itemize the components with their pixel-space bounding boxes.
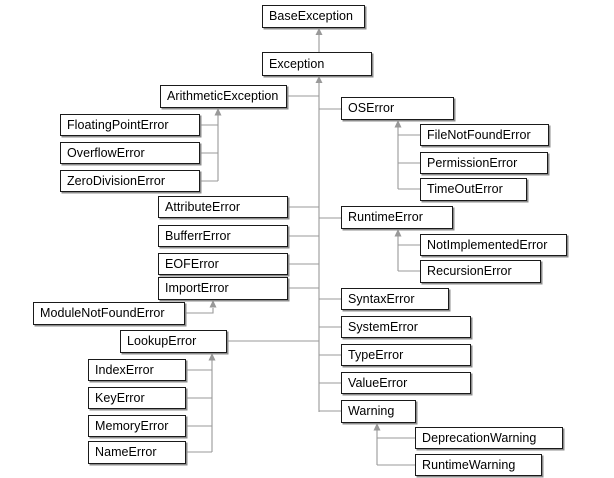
node-label: DeprecationWarning	[422, 430, 537, 445]
edge-bus-arithmeticexception-children	[200, 108, 222, 182]
node-arithmetic-exception[interactable]: ArithmeticException	[160, 85, 287, 108]
node-label: FileNotFoundError	[427, 127, 531, 142]
node-label: OverflowError	[67, 145, 145, 160]
node-not-implemented-error[interactable]: NotImplementedError	[420, 234, 567, 256]
node-recursion-error[interactable]: RecursionError	[420, 260, 541, 283]
node-label: Exception	[269, 56, 325, 71]
node-label: NotImplementedError	[427, 237, 548, 252]
node-key-error[interactable]: KeyError	[88, 387, 186, 409]
node-label: TimeOutError	[427, 182, 503, 197]
edge-bus-runtimeerror-children	[394, 229, 420, 272]
node-file-not-found-error[interactable]: FileNotFoundError	[420, 124, 549, 146]
node-overflow-error[interactable]: OverflowError	[60, 142, 200, 164]
edge-bus-warning-children	[373, 423, 415, 466]
node-timeout-error[interactable]: TimeOutError	[420, 178, 527, 201]
node-label: ImportError	[165, 281, 229, 296]
node-label: BaseException	[269, 9, 354, 24]
node-attribute-error[interactable]: AttributeError	[158, 196, 288, 218]
node-label: PermissionError	[427, 155, 518, 170]
node-bufferr-error[interactable]: BufferrError	[158, 225, 288, 247]
node-syntax-error[interactable]: SyntaxError	[341, 288, 449, 310]
node-deprecation-warning[interactable]: DeprecationWarning	[415, 427, 563, 449]
node-module-not-found-error[interactable]: ModuleNotFoundError	[33, 302, 185, 325]
node-label: RecursionError	[427, 264, 512, 279]
node-runtime-warning[interactable]: RuntimeWarning	[415, 454, 542, 476]
node-lookup-error[interactable]: LookupError	[120, 330, 227, 353]
node-label: BufferrError	[165, 228, 231, 243]
node-label: SystemError	[348, 319, 419, 334]
node-permission-error[interactable]: PermissionError	[420, 152, 548, 174]
node-label: MemoryError	[95, 418, 169, 433]
node-label: ZeroDivisionError	[67, 173, 166, 188]
node-label: RuntimeWarning	[422, 457, 516, 472]
node-label: AttributeError	[165, 199, 241, 214]
node-label: RuntimeError	[348, 210, 423, 225]
node-runtime-error[interactable]: RuntimeError	[341, 206, 453, 229]
node-exception[interactable]: Exception	[262, 52, 372, 76]
node-label: TypeError	[348, 347, 404, 362]
node-os-error[interactable]: OSError	[341, 97, 454, 120]
node-system-error[interactable]: SystemError	[341, 316, 471, 338]
node-label: Warning	[348, 404, 395, 419]
node-name-error[interactable]: NameError	[88, 441, 186, 464]
node-base-exception[interactable]: BaseException	[262, 5, 365, 28]
node-label: KeyError	[95, 390, 145, 405]
node-label: EOFError	[165, 256, 219, 271]
node-warning[interactable]: Warning	[341, 400, 416, 423]
node-index-error[interactable]: IndexError	[88, 359, 186, 381]
edge-modulenotfounderror-to-importerror	[185, 300, 217, 314]
node-label: ValueError	[348, 375, 408, 390]
node-label: ArithmeticException	[167, 89, 279, 104]
node-type-error[interactable]: TypeError	[341, 344, 471, 366]
node-label: OSError	[348, 101, 395, 116]
node-label: ModuleNotFoundError	[40, 306, 165, 321]
edge-exception-to-baseexception	[315, 28, 323, 52]
node-label: NameError	[95, 445, 157, 460]
node-zero-division-error[interactable]: ZeroDivisionError	[60, 170, 200, 192]
node-label: IndexError	[95, 362, 154, 377]
node-floating-point-error[interactable]: FloatingPointError	[60, 114, 200, 136]
node-eof-error[interactable]: EOFError	[158, 253, 288, 275]
node-label: FloatingPointError	[67, 117, 169, 132]
edge-bus-oserror-children	[394, 120, 420, 190]
edge-bus-lookuperror-children	[186, 353, 216, 453]
node-memory-error[interactable]: MemoryError	[88, 415, 186, 437]
node-label: LookupError	[127, 334, 197, 349]
node-value-error[interactable]: ValueError	[341, 372, 471, 394]
node-label: SyntaxError	[348, 291, 415, 306]
node-import-error[interactable]: ImportError	[158, 277, 288, 300]
